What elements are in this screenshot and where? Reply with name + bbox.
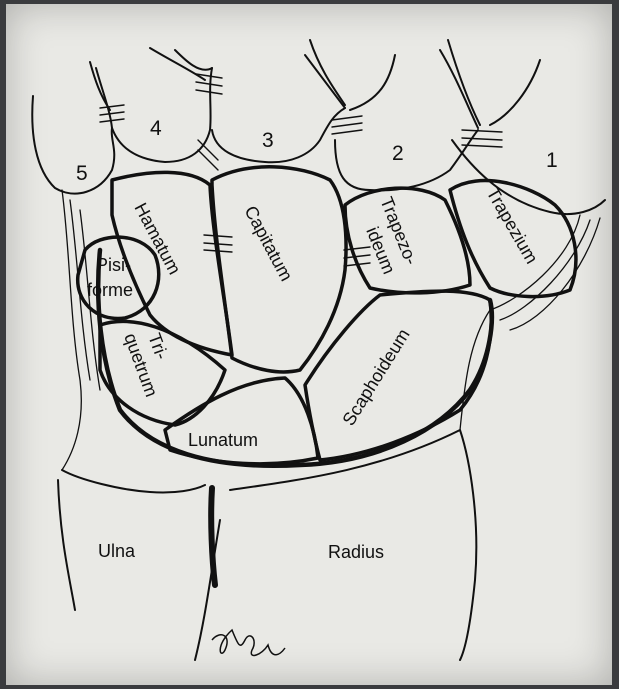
metacarpal-1-outline: [440, 50, 605, 214]
ulnar-ligament-lines: [62, 190, 100, 470]
metacarpal-3-outline: [175, 50, 345, 162]
metacarpal-label-4: 4: [150, 117, 162, 140]
ulna-outline: [58, 470, 205, 610]
label-scaphoideum: Scaphoideum: [338, 325, 413, 429]
metacarpal-5-outline: [32, 96, 114, 194]
metacarpal-label-5: 5: [76, 162, 88, 185]
metacarpal-label-2: 2: [392, 142, 404, 165]
label-lunatum: Lunatum: [188, 430, 258, 450]
label-capitatum: Capitatum: [240, 202, 296, 284]
metacarpal-label-1: 1: [546, 149, 558, 172]
label-pisiforme-line2: forme: [87, 280, 133, 300]
label-radius: Radius: [328, 542, 384, 562]
label-pisiforme-line1: Pisi-: [96, 255, 131, 275]
metacarpal-shafts: [90, 40, 540, 125]
metacarpal-label-3: 3: [262, 129, 274, 152]
artist-signature: [212, 630, 285, 655]
ulna-radius-gap: [211, 488, 215, 585]
label-ulna: Ulna: [98, 541, 136, 561]
